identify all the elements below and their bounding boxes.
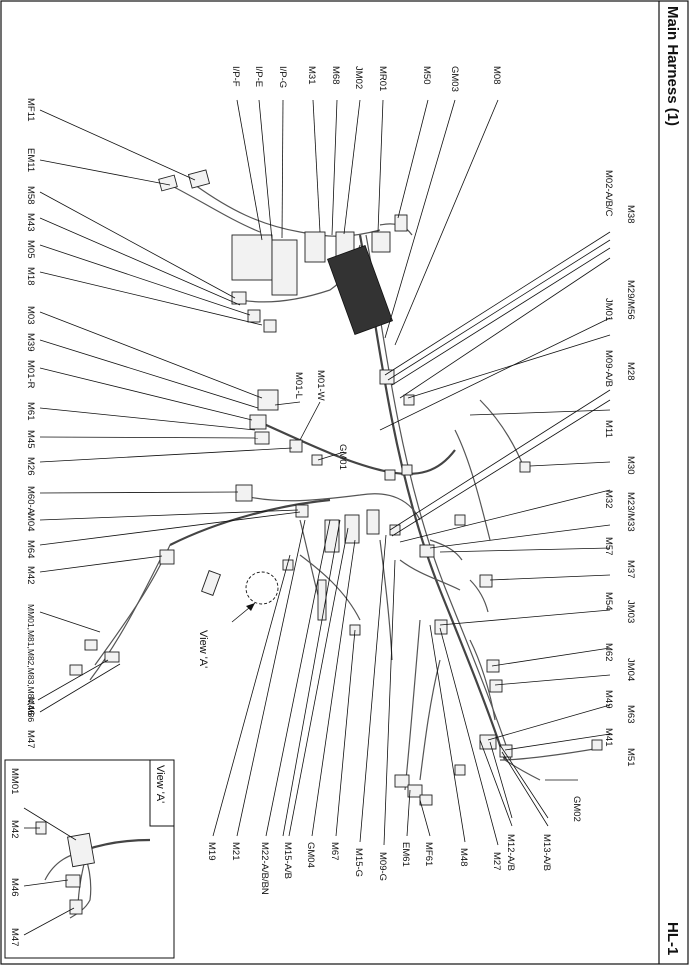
label-m09-ab: M09-A/B	[603, 350, 614, 387]
label-m15-ab: M15-A/B	[282, 842, 293, 879]
label-m42: M42	[25, 566, 36, 584]
label-m51: M51	[625, 748, 636, 766]
page-code: HL-1	[664, 922, 681, 955]
label-m21: M21	[230, 842, 241, 860]
harness-drawing	[69, 169, 603, 806]
label-m68: M68	[330, 66, 341, 84]
label-m26: M26	[25, 457, 36, 475]
inset-label-m46: M46	[9, 878, 20, 896]
label-gm04: GM04	[305, 842, 316, 868]
label-m03: M03	[25, 306, 36, 324]
label-m43: M43	[25, 213, 36, 231]
label-mr01: MR01	[377, 66, 388, 91]
label-m58: M58	[25, 186, 36, 204]
view-a-marker-label: View 'A'	[197, 630, 209, 668]
label-ip-f: I/P-F	[230, 66, 241, 87]
inset-label-m42: M42	[9, 820, 20, 838]
inset-view-a: View 'A' MM01 M42 M46 M47	[4, 759, 175, 959]
label-m01-r: M01-R	[25, 360, 36, 389]
label-em11: EM11	[25, 148, 36, 172]
inset-title-box	[149, 759, 175, 827]
label-gm01: GM01	[337, 444, 348, 470]
label-em61: EM61	[400, 842, 411, 867]
label-m61: M61	[25, 402, 36, 420]
label-ip-e: I/P-E	[253, 66, 264, 87]
label-m02-abc: M02-A/B/C	[603, 170, 614, 217]
label-gm03: GM03	[449, 66, 460, 92]
label-m57: M57	[603, 537, 614, 555]
connector-labels: MF11 EM11 M58 M43 M05 M18 M03 M39 M01-R …	[25, 66, 636, 895]
label-m47: M47	[25, 730, 36, 748]
label-m46: M46	[25, 697, 36, 715]
label-jm01: JM01	[603, 298, 614, 321]
label-m49: M49	[603, 690, 614, 708]
label-m41: M41	[603, 728, 614, 746]
label-mm01-group: MM01,M81,M82,M83,M84,M86	[26, 604, 36, 722]
label-m37: M37	[625, 560, 636, 578]
page-title: Main Harness (1)	[664, 6, 681, 126]
label-m13-ab: M13-A/B	[541, 834, 552, 871]
label-m05: M05	[25, 240, 36, 258]
label-m15-g: M15-G	[353, 848, 364, 877]
label-m50: M50	[421, 66, 432, 84]
label-m28: M28	[625, 362, 636, 380]
label-mf11: MF11	[25, 98, 36, 122]
label-m48: M48	[458, 848, 469, 866]
label-m63: M63	[625, 705, 636, 723]
label-m39: M39	[25, 333, 36, 351]
label-m18: M18	[25, 267, 36, 285]
label-m54: M54	[603, 592, 614, 610]
label-m11: M11	[603, 420, 614, 438]
label-m31: M31	[306, 66, 317, 84]
leader-lines	[37, 99, 611, 846]
label-m01-w: M01-W	[315, 370, 326, 401]
label-m29-m56: M29/M56	[625, 280, 636, 320]
label-m04: M04	[25, 513, 36, 531]
label-m30: M30	[625, 456, 636, 474]
label-m64: M64	[25, 540, 36, 558]
label-jm04: JM04	[625, 658, 636, 681]
label-m38: M38	[625, 205, 636, 223]
inset-title: View 'A'	[154, 765, 166, 803]
label-m01-l: M01-L	[293, 372, 304, 399]
label-m60-a: M60-A	[25, 486, 36, 515]
label-m12-ab: M12-A/B	[505, 834, 516, 871]
label-m22-ab-bn: M22-A/B/BN	[259, 842, 270, 895]
label-m08: M08	[491, 66, 502, 84]
inset-label-m47: M47	[9, 928, 20, 946]
label-m45: M45	[25, 430, 36, 448]
label-jm03: JM03	[625, 600, 636, 623]
label-m62: M62	[603, 643, 614, 661]
label-m27: M27	[491, 852, 502, 870]
label-mf61: MF61	[423, 842, 434, 866]
label-m09-g: M09-G	[377, 852, 388, 881]
label-m67: M67	[329, 842, 340, 860]
label-ip-g: I/P-G	[277, 66, 288, 88]
label-gm02: GM02	[571, 796, 582, 822]
label-m23-m33: M23/M33	[625, 492, 636, 532]
label-m19: M19	[206, 842, 217, 860]
label-jm02: JM02	[353, 66, 364, 89]
inset-label-mm01: MM01	[9, 768, 20, 794]
label-m32: M32	[603, 490, 614, 508]
